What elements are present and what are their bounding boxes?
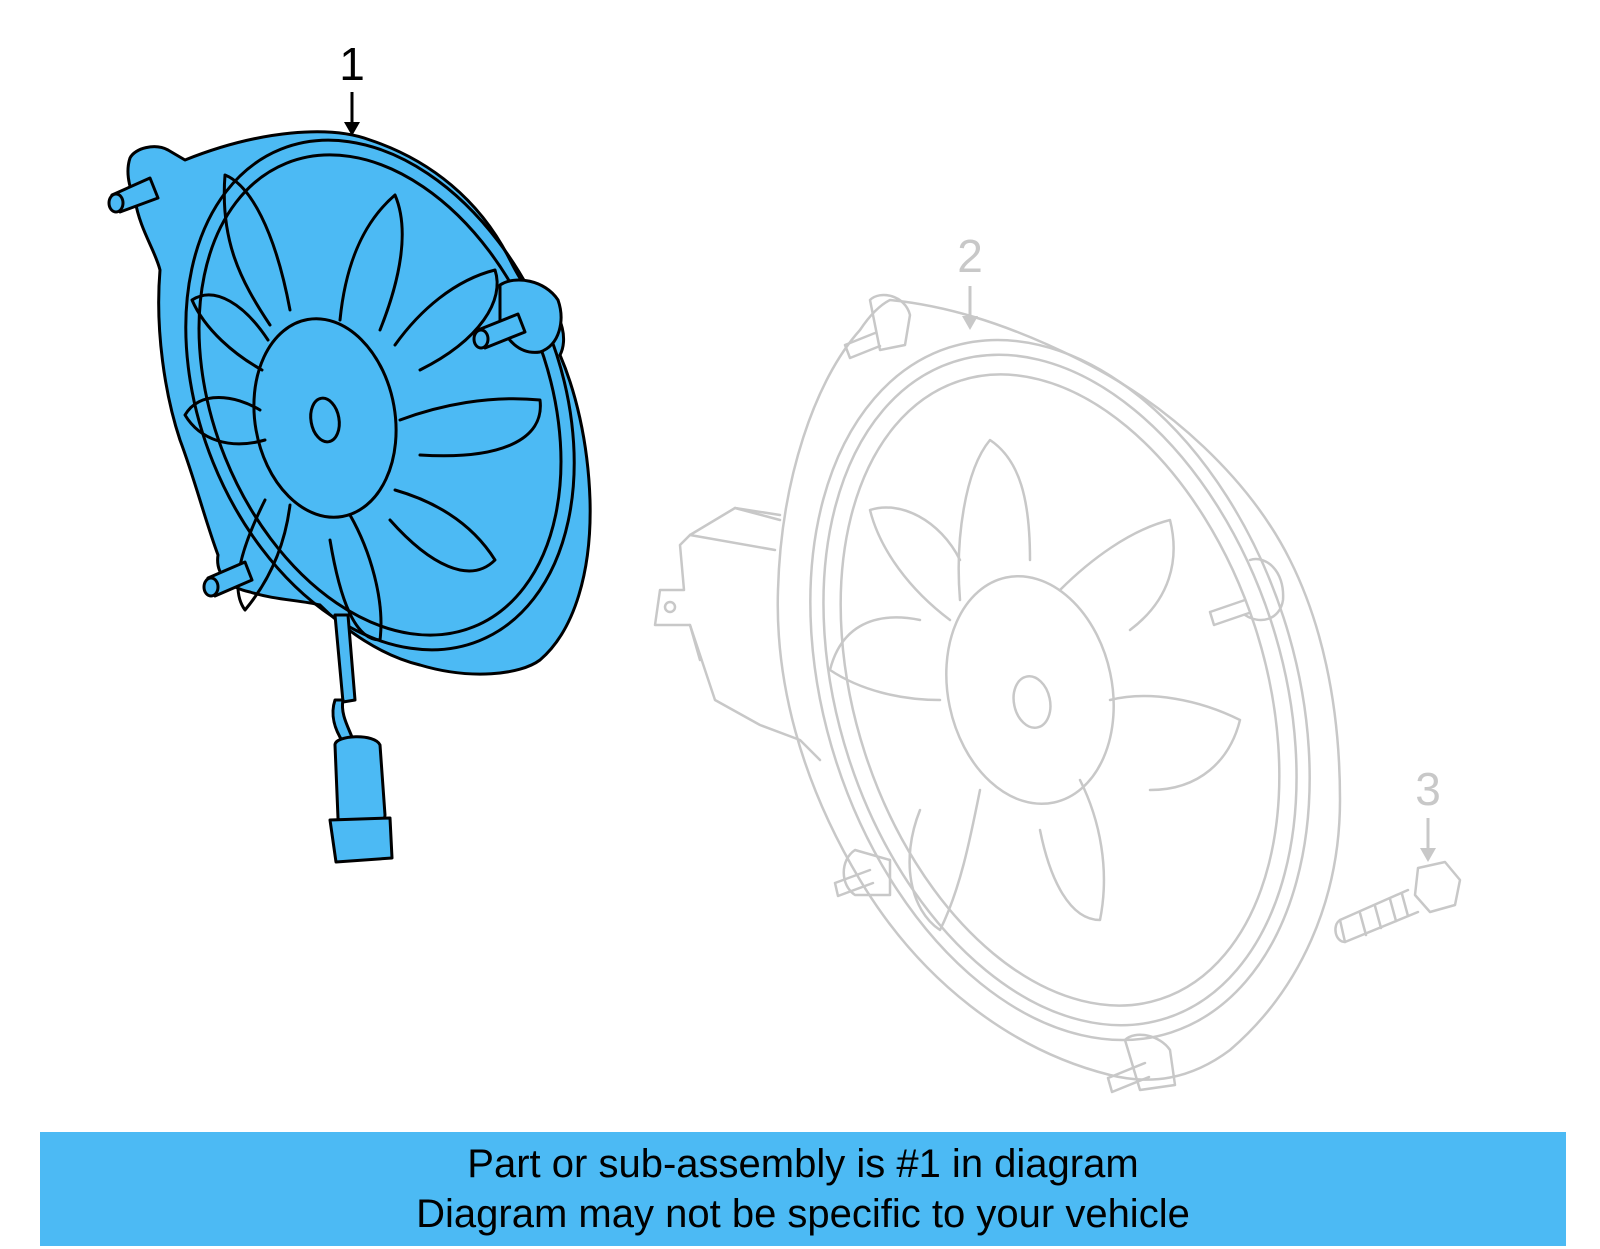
callout-1: 1 <box>339 38 365 136</box>
parts-diagram: 1 2 3 <box>107 38 1462 1094</box>
caption-line-2: Diagram may not be specific to your vehi… <box>416 1192 1190 1236</box>
part-3-bolt <box>1334 860 1462 944</box>
callout-3: 3 <box>1415 763 1441 862</box>
part-2-fan-shroud <box>653 293 1342 1094</box>
callout-2: 2 <box>957 230 983 330</box>
part-1-fan-assembly <box>107 130 592 864</box>
callout-1-number: 1 <box>339 38 365 90</box>
callout-2-number: 2 <box>957 230 983 282</box>
caption-banner: Part or sub-assembly is #1 in diagram Di… <box>40 1132 1566 1246</box>
callout-3-number: 3 <box>1415 763 1441 815</box>
caption-line-1: Part or sub-assembly is #1 in diagram <box>467 1142 1139 1186</box>
